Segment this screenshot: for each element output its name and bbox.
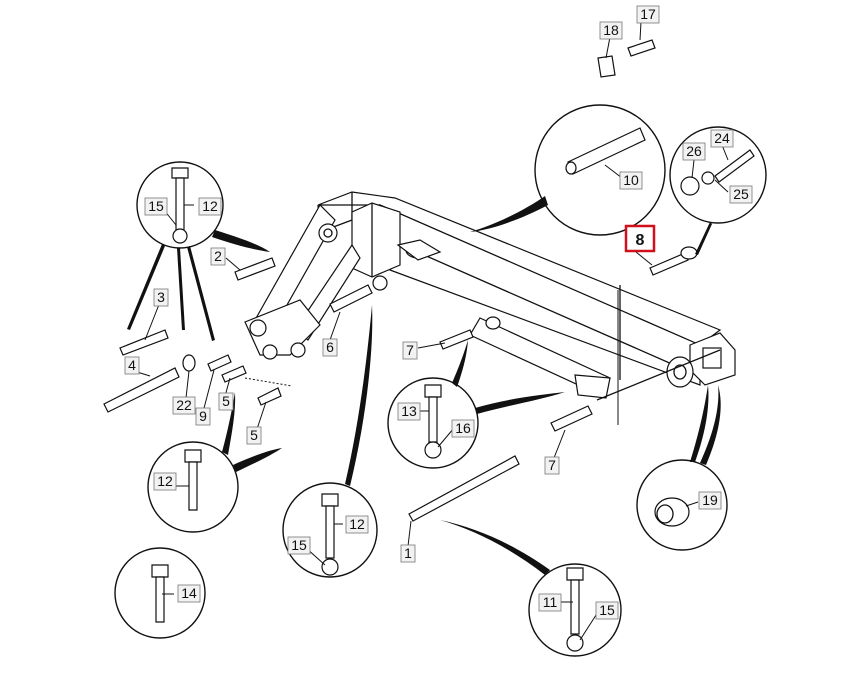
label-17: 17 (640, 6, 656, 22)
pin-4 (103, 367, 180, 413)
label-25: 25 (733, 186, 749, 202)
label-12-b: 12 (157, 473, 173, 489)
label-10: 10 (623, 172, 639, 188)
pin-2 (234, 257, 276, 281)
label-22: 22 (176, 397, 192, 413)
pin-5b (257, 387, 282, 406)
label-16: 16 (455, 420, 471, 436)
label-1: 1 (404, 545, 412, 561)
pin-7b (550, 405, 593, 432)
pin-8 (649, 252, 689, 276)
label-9: 9 (199, 408, 207, 424)
label-18: 18 (603, 22, 619, 38)
pins (103, 39, 698, 522)
label-3: 3 (157, 289, 165, 305)
label-24: 24 (714, 130, 730, 146)
label-7-a: 7 (406, 342, 414, 358)
label-8: 8 (636, 232, 645, 249)
label-13: 13 (401, 403, 417, 419)
detail-circle-10 (534, 104, 666, 236)
label-12-c: 12 (349, 516, 365, 532)
pin-3 (119, 329, 169, 356)
label-5-a: 5 (222, 393, 230, 409)
part-labels: 1 2 3 4 5 5 6 7 7 8 9 10 11 12 12 12 13 (124, 5, 753, 620)
label-19: 19 (702, 492, 718, 508)
boom-frame (244, 191, 736, 401)
label-12-a: 12 (202, 198, 218, 214)
label-26: 26 (686, 143, 702, 159)
label-15-a: 15 (148, 198, 164, 214)
label-14: 14 (181, 585, 197, 601)
washer-22 (182, 354, 196, 372)
label-6: 6 (326, 339, 334, 355)
pin-9 (207, 354, 232, 372)
highlight-box-8 (624, 224, 656, 253)
pin-6 (329, 284, 373, 313)
label-7-b: 7 (548, 457, 556, 473)
label-2: 2 (214, 248, 222, 264)
pin-7a (439, 329, 474, 350)
label-15-b: 15 (291, 537, 307, 553)
label-5-b: 5 (250, 427, 258, 443)
label-4: 4 (128, 357, 136, 373)
label-11: 11 (543, 594, 558, 610)
pin-8-head (680, 246, 698, 260)
screw-17 (627, 39, 656, 57)
rod-1 (408, 455, 520, 522)
pin-5a (221, 365, 247, 383)
label-15-c: 15 (599, 602, 615, 618)
detail-circles (114, 104, 767, 657)
washer-18 (597, 55, 616, 78)
leader-lines (136, 21, 729, 641)
